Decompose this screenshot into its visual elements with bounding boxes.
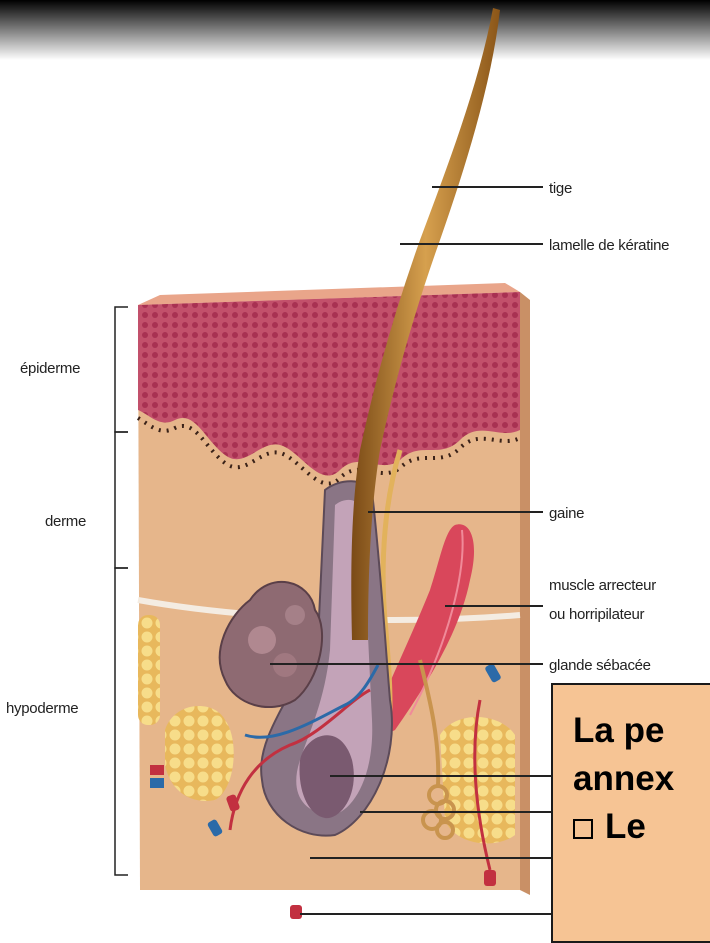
bracket-epiderme: [115, 307, 128, 432]
label-tige: tige: [549, 180, 572, 197]
label-epiderme: épiderme: [20, 360, 80, 377]
fat-lobule-left: [138, 615, 160, 725]
callout-line-1: La pe: [573, 707, 710, 755]
bracket-derme: [115, 432, 128, 568]
label-muscle-line2: ou horripilateur: [549, 606, 645, 623]
label-muscle-line1: muscle arrecteur: [549, 577, 656, 594]
callout-line-2: annex: [573, 755, 710, 803]
checkbox-icon: [573, 819, 593, 839]
label-gaine: gaine: [549, 505, 584, 522]
title-callout: La pe annex Le: [551, 683, 710, 943]
callout-line-3-text: Le: [605, 807, 646, 846]
top-shadow: [0, 0, 710, 60]
fat-lobule: [165, 706, 234, 801]
label-hypoderme: hypoderme: [6, 700, 78, 717]
label-derme: derme: [45, 513, 86, 530]
label-glande: glande sébacée: [549, 657, 651, 674]
callout-line-3: Le: [573, 803, 710, 851]
label-lamelle: lamelle de kératine: [549, 237, 669, 254]
bracket-hypoderme: [115, 568, 128, 875]
